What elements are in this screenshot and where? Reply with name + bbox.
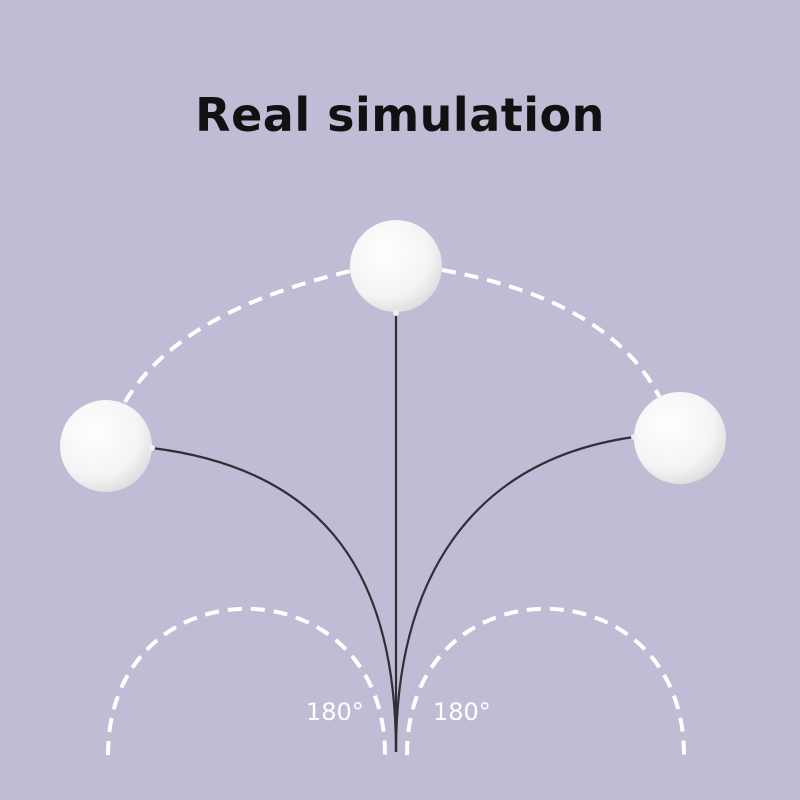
ball-lamp-center (350, 220, 442, 316)
ball-lamp-left (60, 400, 155, 492)
angle-label-left: 180° (306, 698, 364, 726)
page-title: Real simulation (195, 88, 605, 142)
swing-arc-dashed-right (441, 268, 662, 399)
angle-label-right: 180° (433, 698, 491, 726)
swing-arc-dashed (123, 268, 356, 404)
rotation-arc-right (405, 606, 686, 756)
ball-lamp-right (631, 392, 726, 484)
stem-right (394, 435, 635, 753)
stem-left (151, 446, 398, 753)
rotation-arc-left (106, 606, 387, 756)
